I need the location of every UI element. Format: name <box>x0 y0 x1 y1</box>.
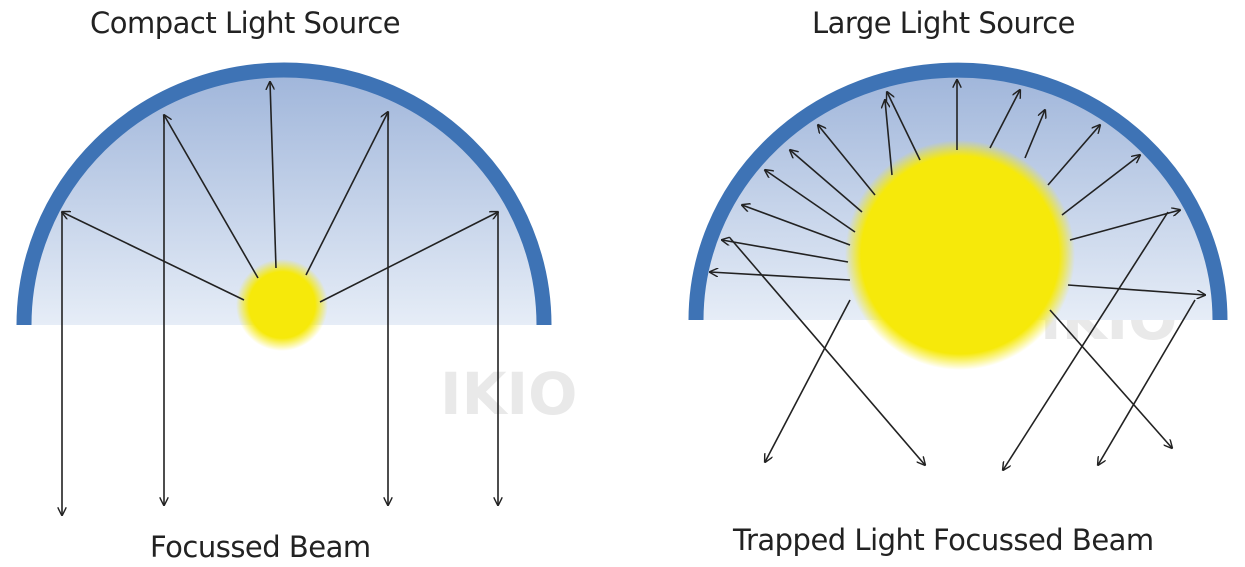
large-source-title: Large Light Source <box>812 6 1075 40</box>
large-source-caption: Trapped Light Focussed Beam <box>733 523 1154 557</box>
large-source-panel <box>696 70 1220 470</box>
large-light-source <box>845 140 1075 370</box>
compact-light-source <box>236 259 328 351</box>
compact-source-caption: Focussed Beam <box>150 530 371 564</box>
compact-source-panel <box>24 70 544 515</box>
compact-source-title: Compact Light Source <box>90 6 400 40</box>
